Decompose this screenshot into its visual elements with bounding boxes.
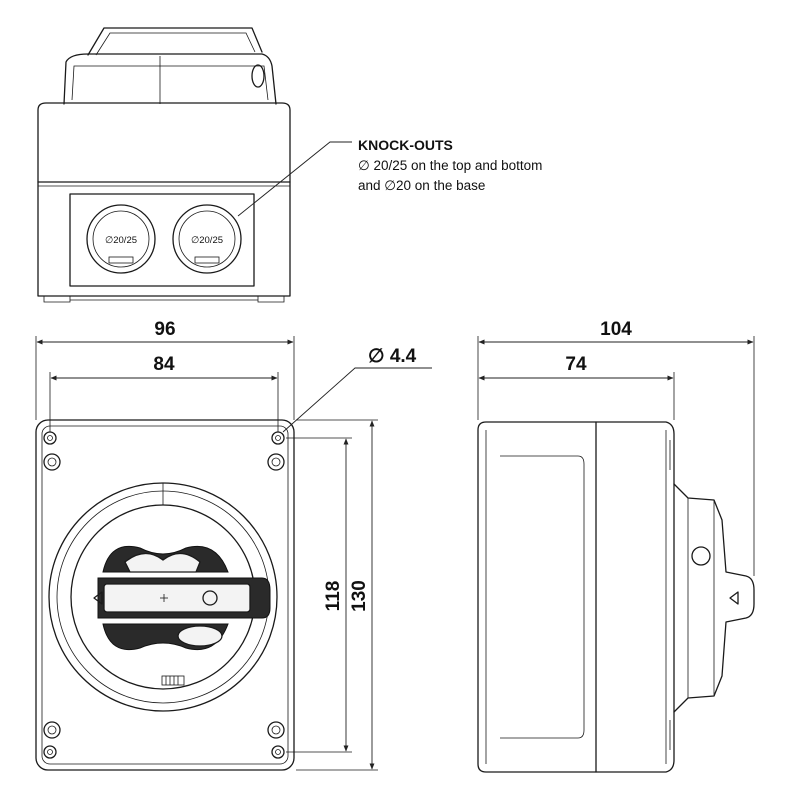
knockout-label-right: ∅20/25 — [191, 235, 223, 246]
side-arrow-icon — [729, 591, 739, 605]
side-cover — [477, 421, 597, 773]
dim-label-84: 84 — [153, 354, 175, 375]
enclosure-body — [37, 102, 291, 297]
side-lock-hole — [691, 546, 711, 566]
hole-leader-line — [282, 367, 432, 433]
screw-bottom-right — [267, 721, 285, 739]
side-handle — [673, 483, 755, 713]
screw-base-left — [43, 745, 57, 759]
side-body — [595, 421, 675, 773]
handle-pin — [251, 64, 265, 88]
screw-base-right — [271, 745, 285, 759]
knockout-title: KNOCK-OUTS — [358, 137, 453, 153]
position-arrow-icon — [93, 591, 103, 605]
screw-top-left — [43, 431, 57, 445]
handle-fin-top — [87, 27, 263, 56]
knockout-left: ∅20/25 — [86, 204, 156, 274]
knockout-panel — [69, 193, 255, 287]
front-enclosure — [35, 419, 295, 771]
lock-hole — [202, 590, 218, 606]
knockout-line-2: and ∅20 on the base — [358, 178, 485, 193]
dim-label-118: 118 — [323, 581, 344, 612]
knockout-right: ∅20/25 — [172, 204, 242, 274]
dim-label-96: 96 — [154, 319, 175, 340]
knockout-label-left: ∅20/25 — [105, 235, 137, 246]
rotary-handle[interactable] — [97, 546, 271, 650]
dimension-lines — [35, 336, 755, 771]
dim-label-hole-diameter: ∅ 4.4 — [368, 346, 417, 367]
screw-bottom-left — [43, 721, 61, 739]
screw-top-right — [271, 431, 285, 445]
dim-label-74: 74 — [565, 354, 587, 375]
cover-cap — [63, 53, 277, 105]
top-view: ∅20/25 ∅20/25 — [37, 27, 352, 303]
side-view — [477, 421, 755, 773]
dim-label-104: 104 — [600, 319, 632, 340]
knurled-screw — [161, 675, 185, 686]
screw-mid-right — [267, 453, 285, 471]
knockout-leader-line — [237, 141, 352, 217]
knockout-line-1: ∅ 20/25 on the top and bottom — [358, 158, 542, 173]
dim-label-130: 130 — [349, 580, 370, 612]
screw-mid-left — [43, 453, 61, 471]
front-view — [35, 419, 295, 771]
